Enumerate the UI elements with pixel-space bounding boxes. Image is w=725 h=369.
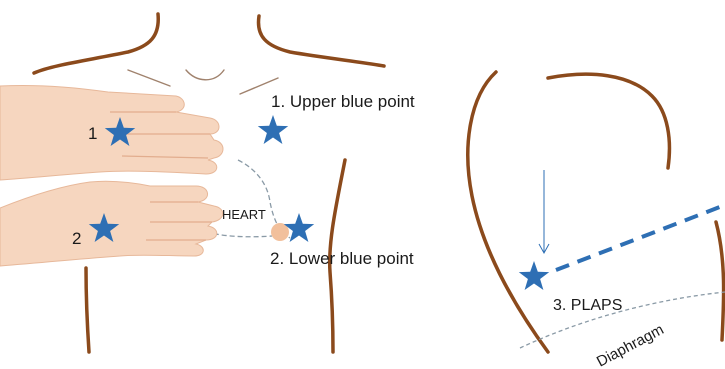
plaps-arrow [539,170,549,253]
hand-lower-number: 2 [72,229,81,248]
lower-point-label: 2. Lower blue point [270,249,414,268]
right-neck-shoulder-outline [258,16,384,66]
lower-hand [0,181,223,266]
left-arm-inner-outline [86,268,89,352]
star-icon [284,213,314,242]
left-clavicle [128,70,170,86]
clavicle-lines [128,70,278,94]
star-icon [258,115,288,144]
hand-upper-number: 1 [88,124,97,143]
lateral-back-outline [468,72,548,352]
plaps-label: 3. PLAPS [553,297,622,314]
star-icon [519,261,549,290]
heart-label: HEART [222,207,266,222]
upper-point-label: 1. Upper blue point [271,92,415,111]
left-neck-shoulder-outline [34,14,158,73]
sternal-notch [186,70,224,80]
lateral-arm-outline [716,222,724,340]
diaphragm-label: Diaphragm [594,321,667,369]
plaps-dashed-line [556,205,725,270]
lateral-shoulder-outline [548,74,669,168]
lower-hand-palm [0,181,223,266]
